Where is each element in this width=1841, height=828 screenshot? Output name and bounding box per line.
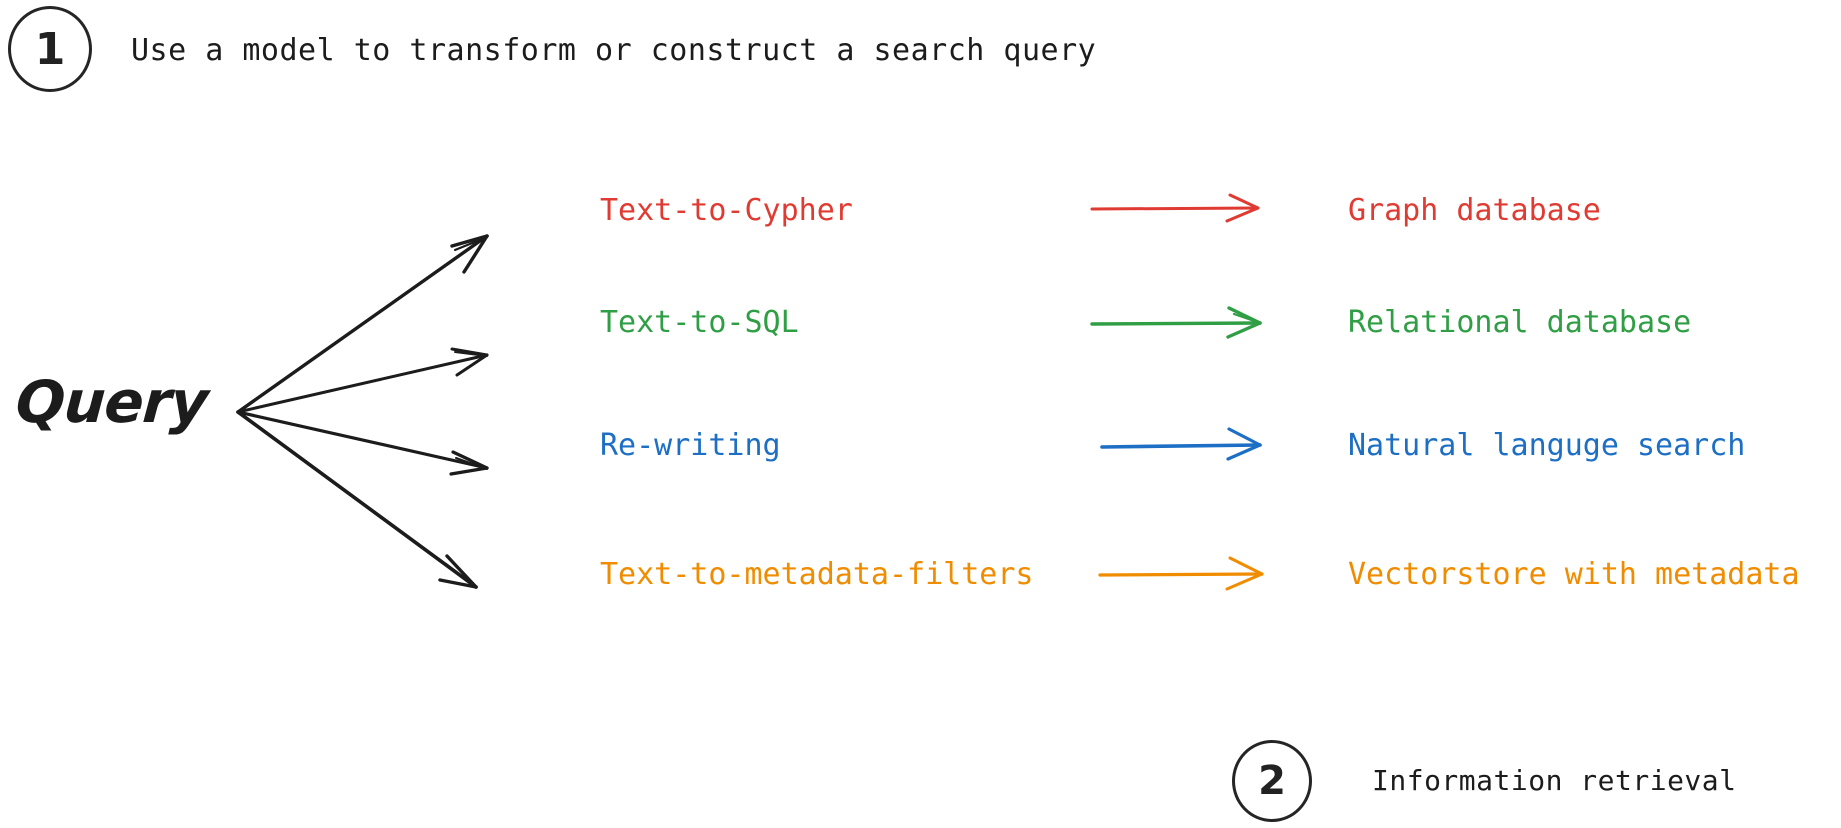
- step-badge-2: 2: [1232, 740, 1312, 822]
- step-1-title: Use a model to transform or construct a …: [131, 33, 1097, 68]
- arrow-to-relational-database: [1090, 306, 1262, 339]
- arrow-to-natural-language-search: [1100, 427, 1262, 461]
- pipeline-row: Text-to-Cypher Graph database: [0, 183, 1841, 239]
- technique-label-re-writing: Re-writing: [600, 428, 781, 463]
- step-badge-1: 1: [8, 6, 92, 92]
- arrow-to-graph-database: [1090, 193, 1260, 223]
- arrow-to-vectorstore: [1098, 556, 1264, 591]
- pipeline-row: Re-writing Natural languge search: [0, 418, 1841, 474]
- target-label-vectorstore-with-metadata: Vectorstore with metadata: [1348, 557, 1800, 592]
- fan-arrow-2: [236, 347, 489, 414]
- target-label-graph-database: Graph database: [1348, 193, 1601, 228]
- target-label-natural-language-search: Natural languge search: [1348, 428, 1746, 463]
- pipeline-row: Text-to-metadata-filters Vectorstore wit…: [0, 547, 1841, 603]
- step-badge-1-number: 1: [34, 23, 66, 75]
- step-badge-2-number: 2: [1258, 758, 1286, 804]
- target-label-relational-database: Relational database: [1348, 305, 1692, 340]
- technique-label-text-to-cypher: Text-to-Cypher: [600, 193, 853, 228]
- technique-label-text-to-sql: Text-to-SQL: [600, 305, 799, 340]
- technique-label-text-to-metadata-filters: Text-to-metadata-filters: [600, 557, 1034, 592]
- step-2-title: Information retrieval: [1372, 764, 1737, 797]
- pipeline-row: Text-to-SQL Relational database: [0, 295, 1841, 351]
